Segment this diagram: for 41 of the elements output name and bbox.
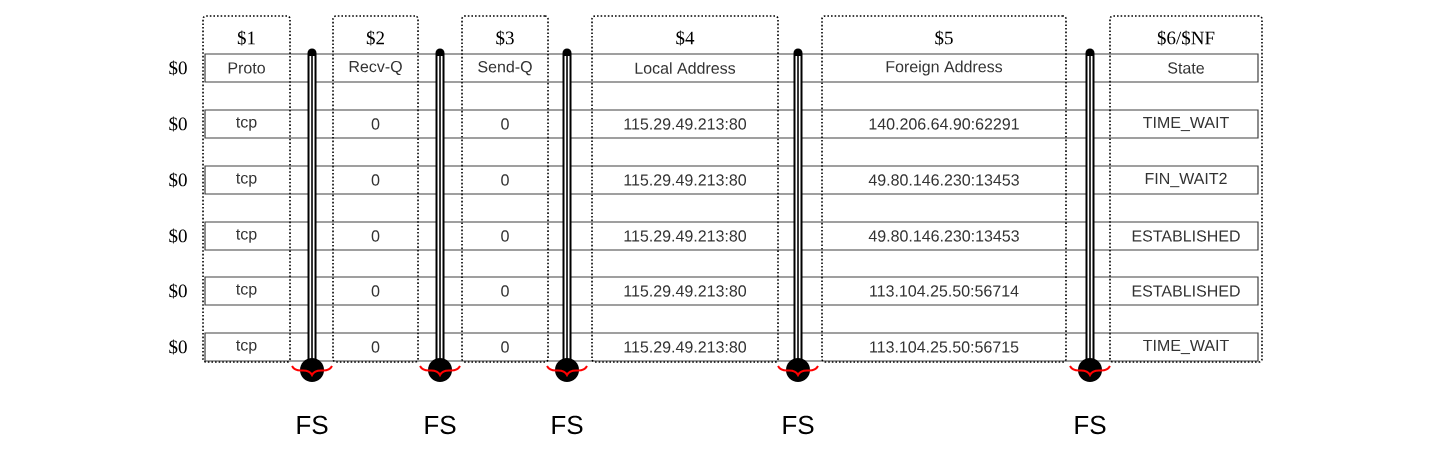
cell-text: 0 xyxy=(501,285,509,297)
cell-text: 0 xyxy=(371,341,380,353)
cell-text: Proto xyxy=(228,62,265,74)
cell-text: Foreign Address xyxy=(886,60,1003,76)
fs-label: FS xyxy=(1075,415,1106,435)
cell-text: 0 xyxy=(501,174,509,186)
cell-text: TIME_WAIT xyxy=(1143,116,1229,132)
cell-text: FIN_WAIT2 xyxy=(1145,172,1227,188)
fs-label: FS xyxy=(783,415,814,435)
cell-text: Recv-Q xyxy=(349,60,402,76)
cell-text: 115.29.49.213:80 xyxy=(624,118,747,130)
cell-text: tcp xyxy=(236,340,257,354)
fs-label: FS xyxy=(552,415,583,435)
cell-text: tcp xyxy=(236,229,257,243)
cell-text: 49.80.146.230:13453 xyxy=(868,174,1019,186)
cell-text: ESTABLISHED xyxy=(1132,230,1240,242)
cell-text: 115.29.49.213:80 xyxy=(624,285,747,297)
cell-text: Local Address xyxy=(635,62,736,74)
cell-text: 115.29.49.213:80 xyxy=(624,174,747,186)
cell-text: tcp xyxy=(236,117,257,131)
cell-text: tcp xyxy=(236,284,257,298)
cell-text: 0 xyxy=(371,230,380,242)
cell-text: 115.29.49.213:80 xyxy=(624,230,747,242)
cell-text: 113.104.25.50:56715 xyxy=(870,341,1019,353)
fs-label: FS xyxy=(297,415,328,435)
cell-text: 0 xyxy=(501,230,509,242)
cell-text: Send-Q xyxy=(478,60,532,76)
cell-text: 0 xyxy=(501,118,509,130)
cell-text: tcp xyxy=(236,173,257,187)
cell-text: 0 xyxy=(371,174,380,186)
cell-text: State xyxy=(1168,62,1204,74)
cell-text: 0 xyxy=(371,118,380,130)
cell-text: 0 xyxy=(501,341,509,353)
cell-text: ESTABLISHED xyxy=(1132,285,1240,297)
cell-text: 115.29.49.213:80 xyxy=(624,341,747,353)
cell-text: 140.206.64.90:62291 xyxy=(869,118,1019,130)
cell-text: TIME_WAIT xyxy=(1143,339,1229,355)
cell-text: 113.104.25.50:56714 xyxy=(870,285,1019,297)
fs-label: FS xyxy=(425,415,456,435)
cell-text: 49.80.146.230:13453 xyxy=(868,230,1019,242)
cell-text: 0 xyxy=(371,285,380,297)
